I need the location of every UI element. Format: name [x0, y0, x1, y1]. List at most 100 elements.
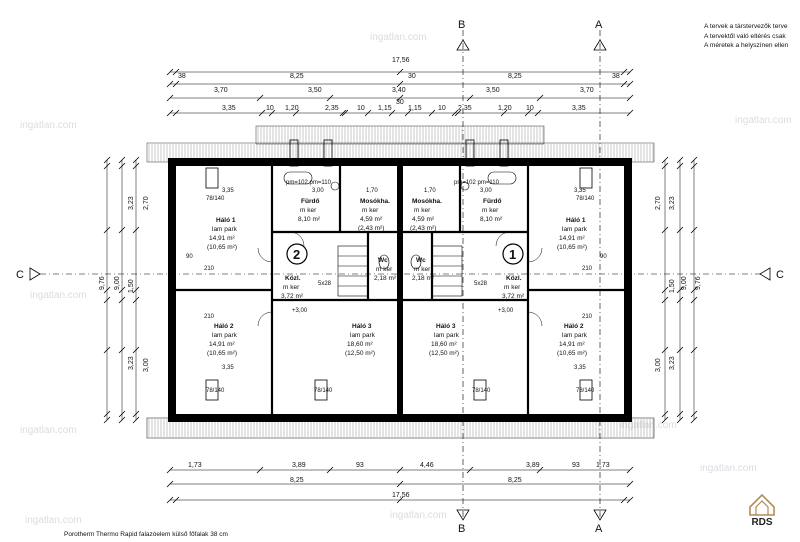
svg-text:14,91 m²: 14,91 m²	[209, 235, 235, 242]
svg-text:m ker: m ker	[376, 266, 393, 273]
svg-text:+3,00: +3,00	[292, 308, 308, 314]
dim-bottom-g: 1,73	[596, 462, 610, 469]
dim-wall-right-top: 38	[612, 73, 620, 80]
watermark: ingatlan.com	[390, 510, 447, 521]
watermark: ingatlan.com	[30, 290, 87, 301]
dim-depth-inner-right: 9,00	[681, 276, 688, 290]
svg-text:Wc: Wc	[378, 257, 388, 264]
svg-text:(10,65 m²): (10,65 m²)	[557, 244, 587, 251]
note-line-1: A tervek a társtervezők terve	[704, 23, 788, 30]
svg-text:90: 90	[186, 254, 193, 260]
svg-text:Mosókha.: Mosókha.	[360, 198, 390, 205]
room-furdo-right: Fürdő m ker 8,10 m²	[480, 198, 503, 223]
dim-row3-c: 3,40	[392, 87, 406, 94]
svg-text:lam park: lam park	[562, 226, 588, 233]
svg-text:1,70: 1,70	[424, 188, 436, 194]
svg-text:1,70: 1,70	[366, 188, 378, 194]
svg-text:Háló 3: Háló 3	[352, 323, 372, 330]
room-mosokha-left: Mosókha. m ker 4,59 m² (2,43 m²)	[358, 198, 390, 232]
svg-text:8,10 m²: 8,10 m²	[298, 216, 321, 223]
svg-text:210: 210	[204, 266, 215, 272]
bathroom-fixtures	[283, 171, 517, 270]
svg-text:(12,50 m²): (12,50 m²)	[429, 350, 459, 357]
svg-text:Wc: Wc	[416, 257, 426, 264]
dim-row4-h: 10	[438, 105, 446, 112]
watermark: ingatlan.com	[370, 32, 427, 43]
svg-text:Mosókha.: Mosókha.	[412, 198, 442, 205]
dim-mid-top: 30	[408, 73, 416, 80]
svg-text:Háló 1: Háló 1	[566, 217, 586, 224]
dim-right-3-23-bottom: 3,23	[669, 356, 676, 370]
section-mark-a-top: A	[595, 19, 603, 31]
dim-left-3-23-bottom: 3,23	[128, 356, 135, 370]
room-halo3-right: Háló 3 lam park 18,60 m² (12,50 m²)	[429, 323, 460, 357]
svg-text:Közl.: Közl.	[506, 275, 522, 282]
svg-text:3,72 m²: 3,72 m²	[502, 293, 525, 300]
dim-row4-k: 10	[526, 105, 534, 112]
design-notes: A tervek a társtervezők terve A tervektő…	[704, 22, 788, 51]
svg-text:78/140: 78/140	[314, 388, 333, 394]
dim-wall-left-top: 38	[178, 73, 186, 80]
svg-text:pm=102 pm=110: pm=102 pm=110	[286, 180, 332, 186]
svg-text:78/140: 78/140	[206, 196, 225, 202]
room-halo3-left: Háló 3 lam park 18,60 m² (12,50 m²)	[345, 323, 376, 357]
section-mark-b-bottom: B	[458, 523, 465, 535]
dim-right-3-23-top: 3,23	[669, 196, 676, 210]
watermark: ingatlan.com	[620, 420, 677, 431]
dim-half-right-top: 8,25	[508, 73, 522, 80]
dim-row4-j: 1,20	[498, 105, 512, 112]
dim-total-top: 17,56	[392, 57, 410, 64]
unit-marker-2: 2	[286, 243, 308, 265]
svg-text:(10,65 m²): (10,65 m²)	[557, 350, 587, 357]
svg-text:3,00: 3,00	[312, 188, 324, 194]
dim-row4-l: 3,35	[572, 105, 586, 112]
dim-row3-a: 3,70	[214, 87, 228, 94]
svg-text:lam park: lam park	[434, 332, 460, 339]
room-halo1-right: Háló 1 lam park 14,91 m² (10,65 m²)	[557, 217, 588, 251]
svg-text:2,18 m²: 2,18 m²	[412, 275, 435, 282]
svg-text:m ker: m ker	[300, 207, 317, 214]
dim-row3-mid: 30	[396, 99, 404, 106]
svg-text:m ker: m ker	[414, 207, 431, 214]
svg-text:2,18 m²: 2,18 m²	[374, 275, 397, 282]
svg-text:lam park: lam park	[562, 332, 588, 339]
dim-bottom-f: 93	[572, 462, 580, 469]
svg-text:lam park: lam park	[212, 332, 238, 339]
svg-text:(2,43 m²): (2,43 m²)	[410, 225, 436, 232]
dim-left-2-70-a: 2,70	[143, 196, 150, 210]
dim-bottom-half-left: 8,25	[290, 477, 304, 484]
dim-half-left-top: 8,25	[290, 73, 304, 80]
svg-text:3,35: 3,35	[574, 188, 586, 194]
staircases	[337, 245, 463, 297]
dim-left-3-23-top: 3,23	[128, 196, 135, 210]
svg-text:3,72 m²: 3,72 m²	[281, 293, 304, 300]
dim-bottom-total: 17,56	[392, 492, 410, 499]
room-halo1-left: Háló 1 lam park 14,91 m² (10,65 m²)	[207, 217, 238, 251]
svg-text:3,35: 3,35	[222, 365, 234, 371]
watermark: ingatlan.com	[700, 463, 757, 474]
svg-text:Közl.: Közl.	[285, 275, 301, 282]
room-halo2-right: Háló 2 lam park 14,91 m² (10,65 m²)	[557, 323, 588, 357]
dim-row4-a: 3,35	[222, 105, 236, 112]
rds-logo: RDS	[745, 485, 779, 528]
svg-text:210: 210	[582, 266, 593, 272]
svg-text:78/140: 78/140	[576, 388, 595, 394]
watermark: ingatlan.com	[25, 515, 82, 526]
plan-annotations: 78/140 78/140 78/140 78/140 78/140 78/14…	[186, 180, 607, 394]
svg-text:Háló 2: Háló 2	[214, 323, 234, 330]
dim-row4-f: 1,15	[378, 105, 392, 112]
svg-text:78/140: 78/140	[206, 388, 225, 394]
dim-left-1-50: 1,50	[128, 279, 135, 293]
svg-text:m ker: m ker	[362, 207, 379, 214]
room-mosokha-right: Mosókha. m ker 4,59 m² (2,43 m²)	[410, 198, 442, 232]
svg-text:78/140: 78/140	[576, 196, 595, 202]
svg-text:3,00: 3,00	[480, 188, 492, 194]
svg-text:5x28: 5x28	[318, 281, 332, 287]
svg-text:3,35: 3,35	[574, 365, 586, 371]
dim-right-3-00: 3,00	[655, 358, 662, 372]
svg-text:4,59 m²: 4,59 m²	[412, 216, 435, 223]
dim-row4-c: 1,20	[285, 105, 299, 112]
svg-text:m ker: m ker	[504, 284, 521, 291]
dim-row3-d: 3,50	[486, 87, 500, 94]
dim-depth-left: 9,76	[99, 276, 106, 290]
